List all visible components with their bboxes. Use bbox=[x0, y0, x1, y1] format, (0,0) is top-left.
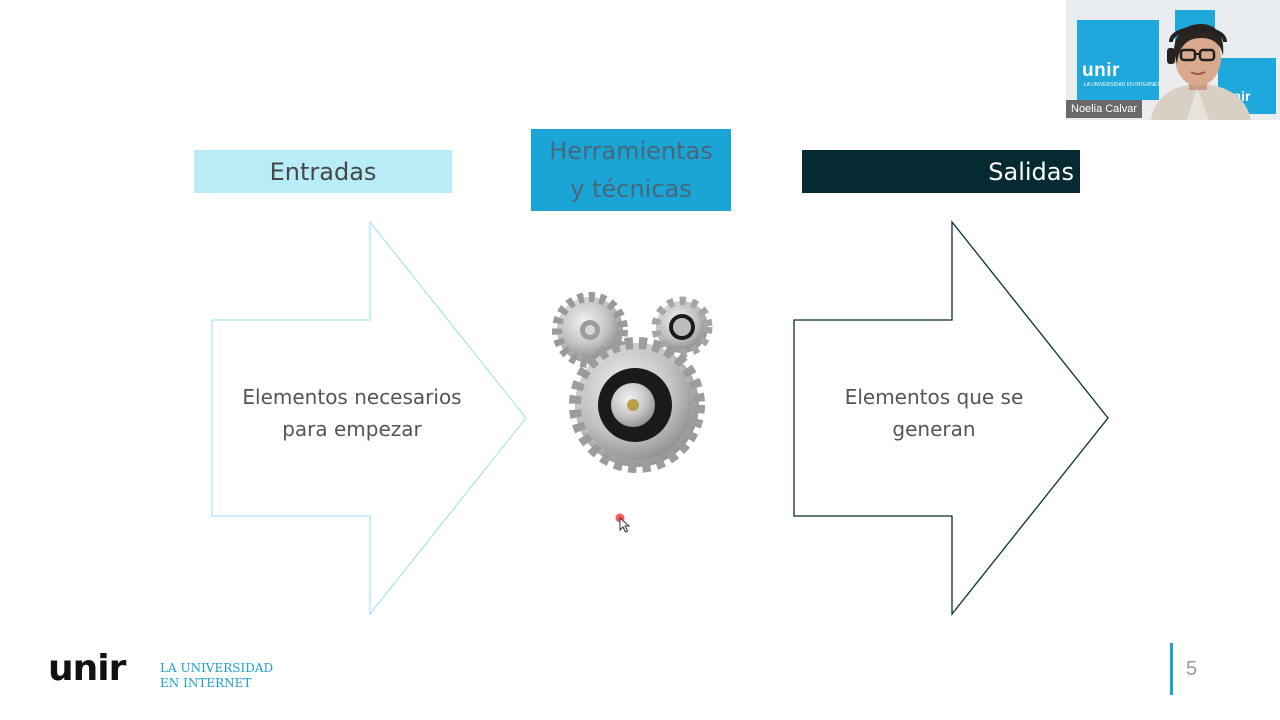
input-arrow-text: Elementos necesarios para empezar bbox=[214, 381, 490, 445]
unir-logo-word: unir bbox=[48, 648, 126, 689]
herramientas-header: Herramientas y técnicas bbox=[531, 129, 731, 211]
webcam-video-tile[interactable]: unir LA UNIVERSIDAD EN INTERNET unir Noe… bbox=[1066, 0, 1280, 120]
input-arrow-text-line2: para empezar bbox=[282, 417, 422, 441]
gears-icon bbox=[552, 292, 713, 473]
output-arrow-shape bbox=[793, 220, 1109, 616]
unir-tagline: LA UNIVERSIDAD EN INTERNET bbox=[160, 661, 273, 691]
webcam-bg-logo-large: unir bbox=[1082, 60, 1120, 81]
webcam-bg-logo-sub: LA UNIVERSIDAD EN INTERNET bbox=[1084, 82, 1161, 88]
salidas-label: Salidas bbox=[988, 157, 1074, 186]
gear-small-left bbox=[552, 292, 628, 368]
output-arrow-text: Elementos que se generan bbox=[796, 381, 1072, 445]
webcam-bg-tile-large bbox=[1077, 20, 1159, 100]
participant-name-label: Noelia Calvar bbox=[1066, 100, 1143, 118]
herramientas-label-line2: y técnicas bbox=[570, 175, 692, 203]
page-number: 5 bbox=[1186, 658, 1198, 680]
entradas-label: Entradas bbox=[269, 157, 377, 186]
input-arrow-shape bbox=[211, 220, 527, 616]
output-arrow-text-line2: generan bbox=[892, 417, 976, 441]
salidas-header: Salidas bbox=[802, 150, 1080, 193]
page-number-divider bbox=[1170, 643, 1173, 695]
gear-large bbox=[569, 337, 705, 473]
unir-tagline-line2: EN INTERNET bbox=[160, 676, 252, 690]
entradas-header: Entradas bbox=[194, 150, 452, 193]
mouse-pointer-icon bbox=[615, 513, 631, 533]
unir-footer-logo: unir LA UNIVERSIDAD EN INTERNET bbox=[48, 648, 278, 699]
participant-video bbox=[1151, 24, 1251, 120]
gear-small-right bbox=[651, 296, 713, 358]
unir-tagline-line1: LA UNIVERSIDAD bbox=[160, 661, 274, 675]
output-arrow-text-line1: Elementos que se bbox=[844, 385, 1024, 409]
input-arrow-text-line1: Elementos necesarios bbox=[242, 385, 462, 409]
herramientas-label-line1: Herramientas bbox=[549, 137, 713, 165]
